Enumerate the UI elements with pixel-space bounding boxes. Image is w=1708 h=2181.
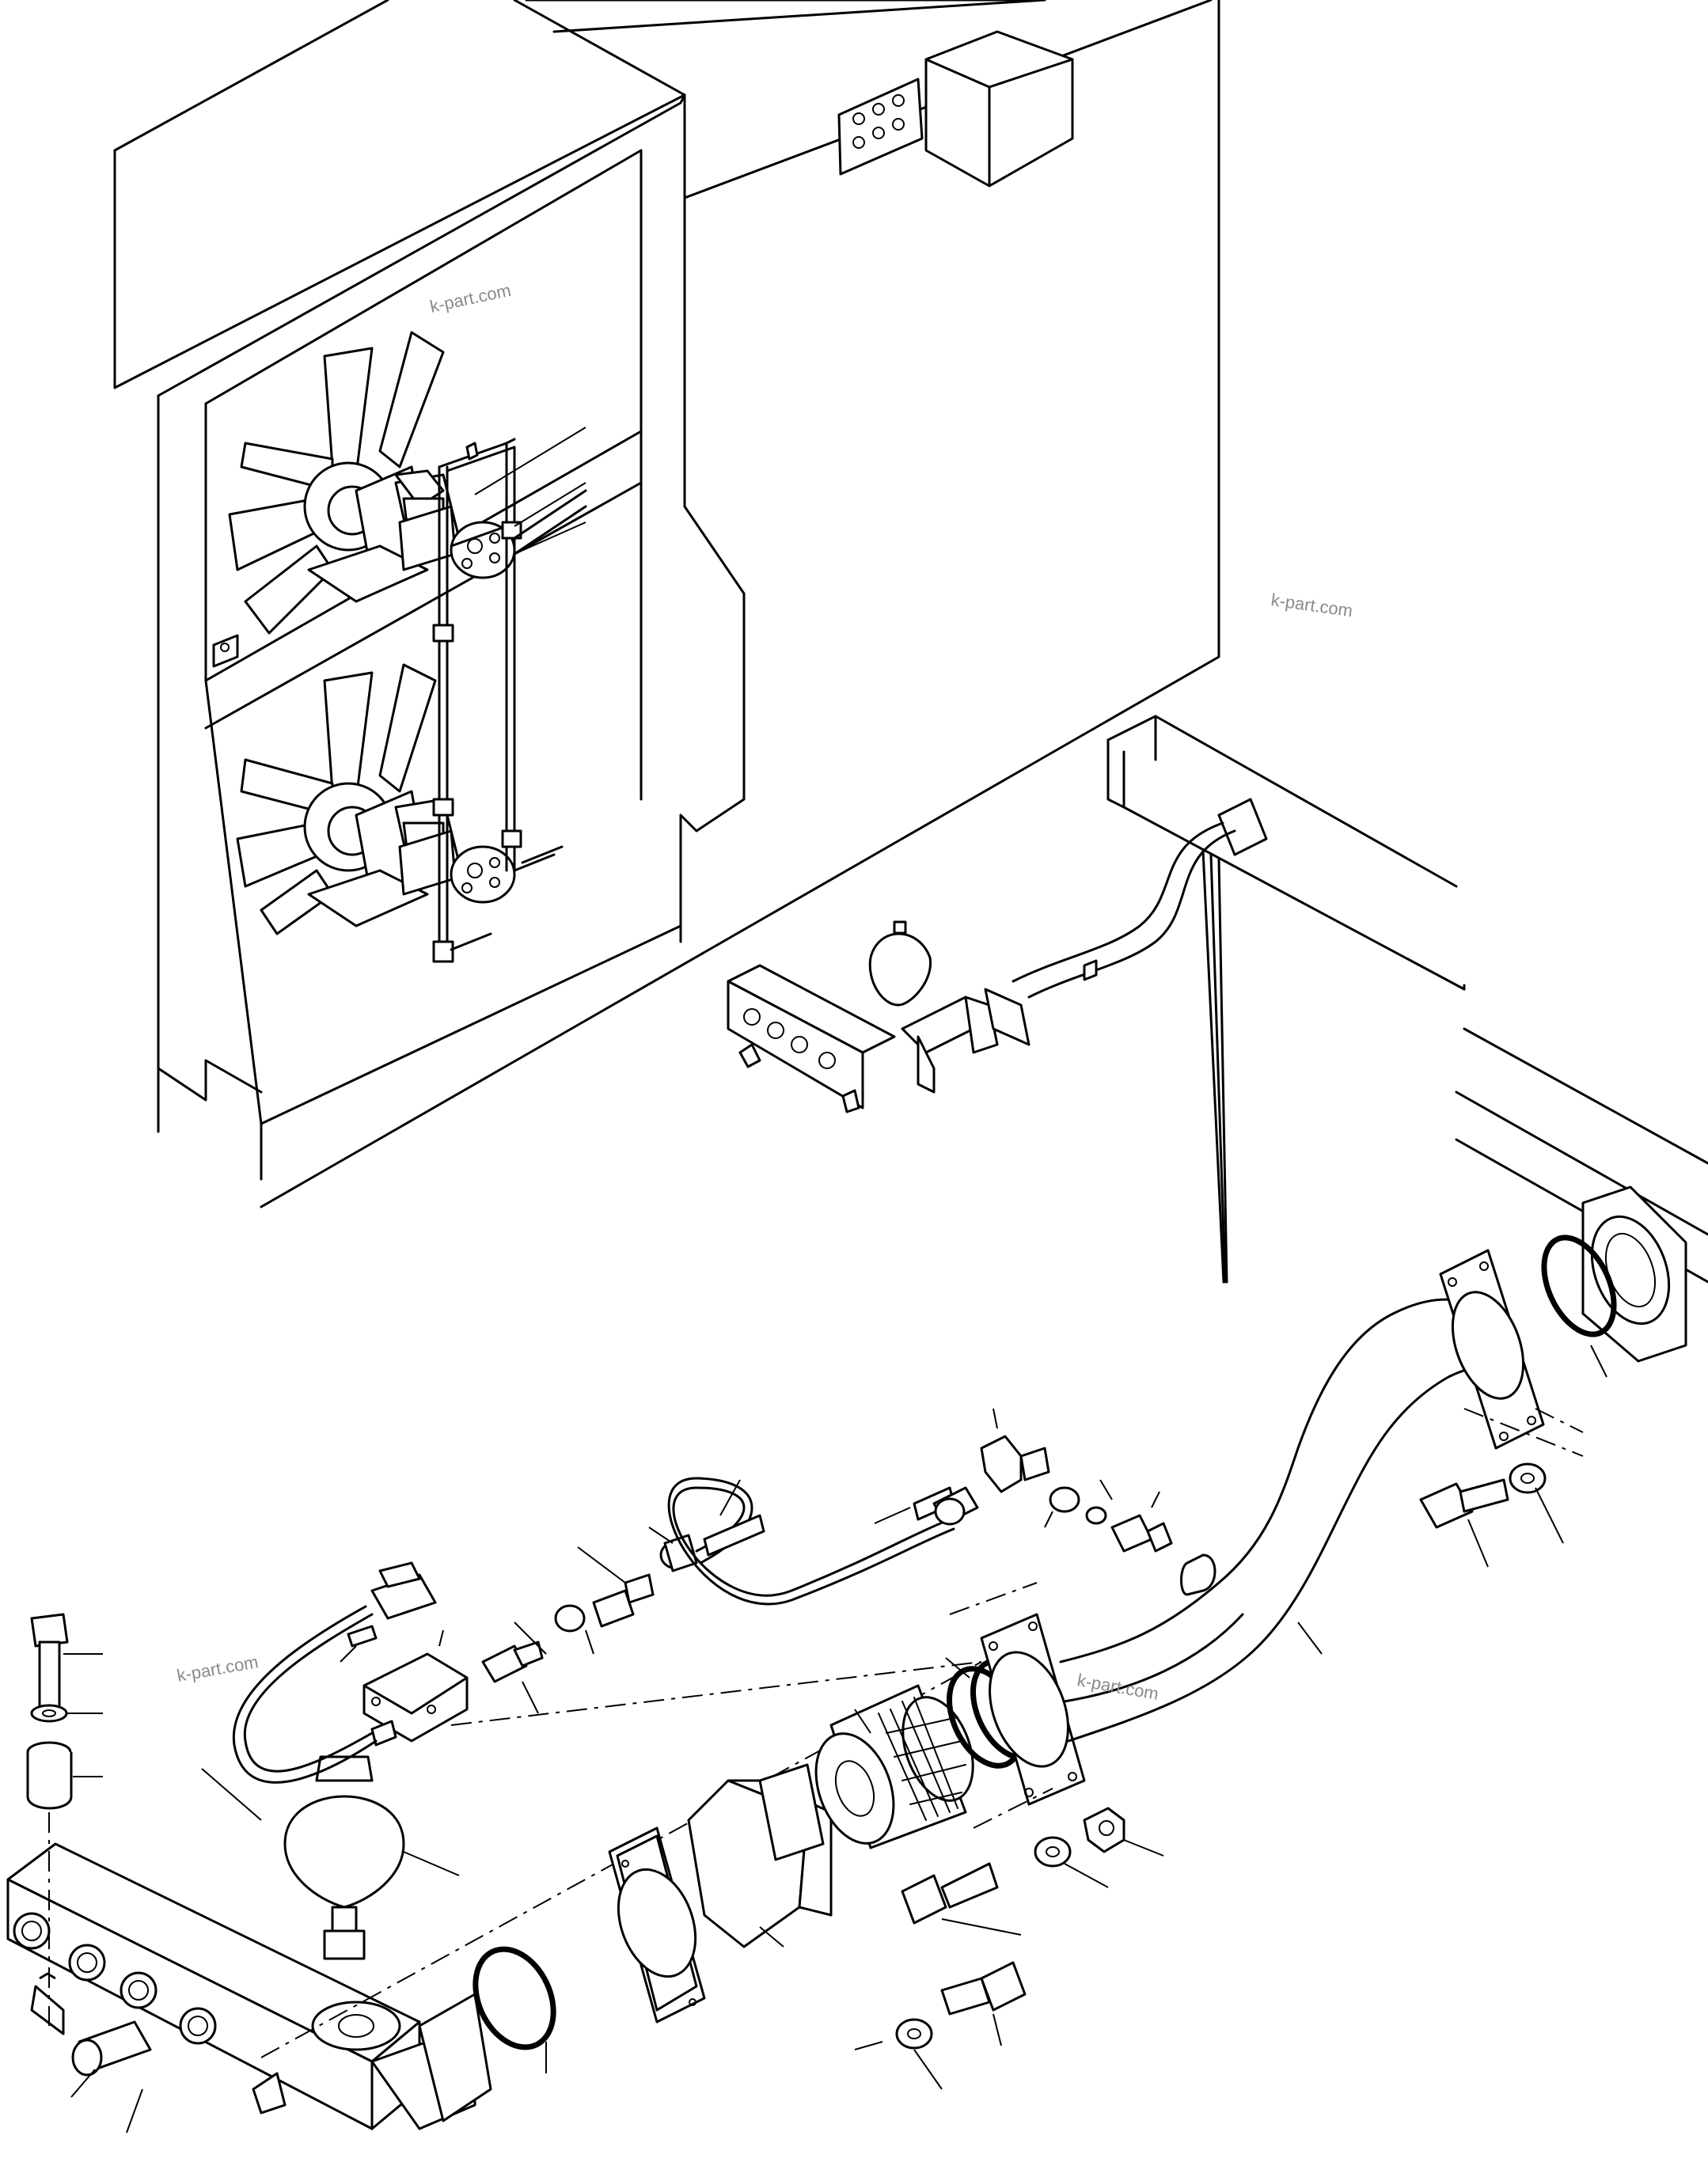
strainer-element <box>814 1684 974 1849</box>
elbow-fittings <box>932 1408 1173 1553</box>
upper-hydraulic-motor <box>398 505 516 579</box>
bolt-washer-spacer-left <box>26 1613 103 2026</box>
direction-arrow <box>1201 849 1228 1284</box>
strainer-mesh <box>878 1697 966 1821</box>
watermark-1: k-part.com <box>428 280 513 317</box>
fitting-chain <box>481 1527 698 1714</box>
suction-pipe <box>1059 1249 1545 1743</box>
hydraulic-tubes-upper <box>432 438 587 963</box>
watermark-2: k-part.com <box>1270 590 1353 620</box>
return-pipe-small <box>1012 798 1268 999</box>
lower-hydraulic-motor <box>398 829 516 904</box>
upper-leader-lines <box>474 427 586 555</box>
centerline-main <box>260 1582 1038 2058</box>
bolt-washer-bottom <box>854 1961 1027 2090</box>
centerline-right <box>1463 1408 1584 1457</box>
bolt-washer-nut-mid <box>901 1788 1164 1936</box>
lower-fan <box>236 663 461 935</box>
watermark-4: k-part.com <box>1076 1670 1160 1704</box>
pressure-switch-harness <box>232 1561 469 1784</box>
manifold-small <box>727 920 1030 1113</box>
hole-plate <box>837 78 924 176</box>
pipe-flange-lower <box>980 1613 1086 1806</box>
tank-port-flange <box>1541 1185 1687 1378</box>
small-block <box>212 634 239 668</box>
watermark-3: k-part.com <box>176 1652 260 1686</box>
junction-box <box>924 30 1074 188</box>
accumulator <box>201 1755 460 1960</box>
bolt-washer-right <box>1419 1462 1564 1568</box>
upper-fan <box>228 331 461 635</box>
adapter-fitting <box>70 2020 152 2134</box>
manifold-block <box>6 1842 492 2130</box>
filter-housing <box>608 1763 833 2024</box>
o-ring-left <box>473 1946 556 2073</box>
hose <box>667 1477 955 1606</box>
